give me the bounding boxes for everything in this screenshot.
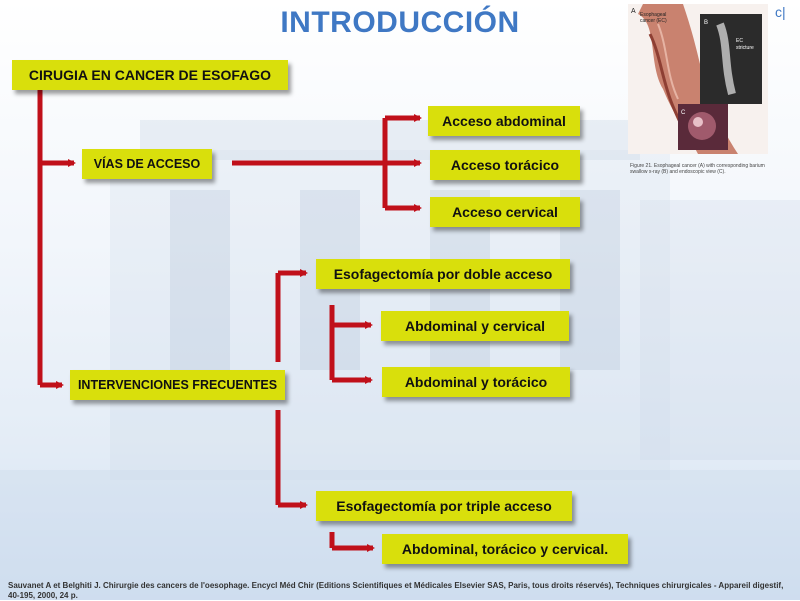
vias-label: VÍAS DE ACCESO (93, 157, 201, 171)
abdominal-toracico-box: Abdominal y torácico (382, 367, 570, 397)
corner-mark: c| (775, 4, 786, 20)
intervenciones-box: INTERVENCIONES FRECUENTES (70, 370, 285, 400)
triple-acceso-box: Esofagectomía por triple acceso (316, 491, 572, 521)
figure-label-b: B (704, 20, 708, 26)
abdominal-toracico-cervical-box: Abdominal, torácico y cervical. (382, 534, 628, 564)
acceso-toracico-box: Acceso torácico (430, 150, 580, 180)
citation-text: Sauvanet A et Belghiti J. Chirurgie des … (8, 581, 784, 600)
page-title: INTRODUCCIÓN (280, 6, 520, 39)
abdominal-cervical-label: Abdominal y cervical (404, 318, 546, 334)
acceso-abdominal-box: Acceso abdominal (428, 106, 580, 136)
esophagus-figure-image: A Esophageal cancer (EC) B EC stricture … (628, 4, 768, 154)
acceso-cervical-label: Acceso cervical (452, 204, 558, 220)
figure-label-esophageal: Esophageal (640, 12, 666, 18)
abdominal-cervical-box: Abdominal y cervical (381, 311, 569, 341)
vias-box: VÍAS DE ACCESO (82, 149, 212, 179)
root-box: CIRUGIA EN CANCER DE ESOFAGO (12, 60, 288, 90)
figure-label-cancer: cancer (EC) (640, 18, 667, 24)
figure-label-c: C (681, 110, 686, 116)
root-label: CIRUGIA EN CANCER DE ESOFAGO (28, 67, 272, 83)
figure-label-stricture: stricture (736, 45, 754, 51)
doble-acceso-label: Esofagectomía por doble acceso (333, 266, 553, 282)
intervenciones-label: INTERVENCIONES FRECUENTES (77, 378, 278, 392)
acceso-cervical-box: Acceso cervical (430, 197, 580, 227)
figure-label-a: A (631, 8, 636, 15)
figure-caption: Figure 21. Esophageal cancer (A) with co… (630, 163, 765, 175)
abdominal-toracico-label: Abdominal y torácico (404, 374, 548, 390)
acceso-toracico-label: Acceso torácico (450, 157, 560, 173)
abdominal-toracico-cervical-label: Abdominal, torácico y cervical. (401, 541, 609, 557)
triple-acceso-label: Esofagectomía por triple acceso (336, 498, 552, 514)
doble-acceso-box: Esofagectomía por doble acceso (316, 259, 570, 289)
acceso-abdominal-label: Acceso abdominal (442, 113, 566, 129)
figure-label-ec: EC (736, 38, 743, 44)
